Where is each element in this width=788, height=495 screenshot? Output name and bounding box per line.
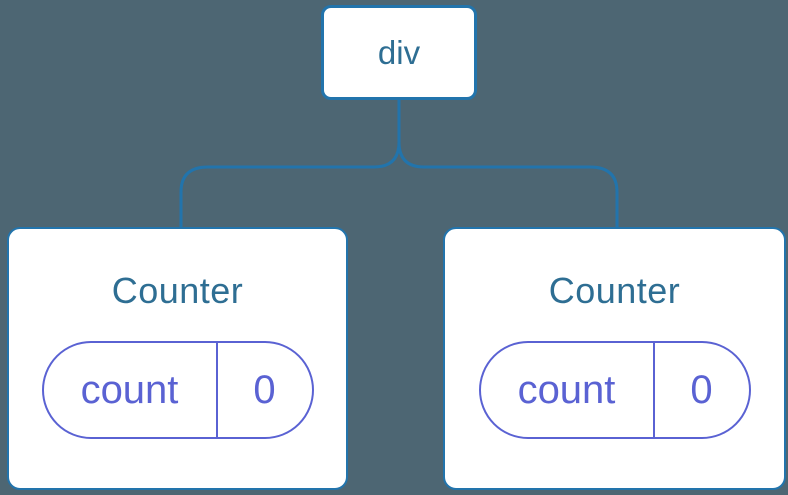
state-value: 0 [253,367,276,412]
component-card-counter-1: Counter count 0 [7,227,348,490]
state-divider [652,343,655,437]
state-pill: count 0 [478,341,751,439]
state-key: count [517,367,616,412]
state-divider [215,343,218,437]
state-value: 0 [690,367,713,412]
state-pill: count 0 [41,341,314,439]
connector-left-branch [179,100,401,227]
component-title: Counter [111,270,244,311]
component-card-counter-2: Counter count 0 [443,227,786,490]
connector-right-branch [397,100,619,227]
root-node-div: div [321,5,477,100]
component-title: Counter [548,270,681,311]
state-key: count [80,367,179,412]
root-node-label: div [377,33,421,71]
